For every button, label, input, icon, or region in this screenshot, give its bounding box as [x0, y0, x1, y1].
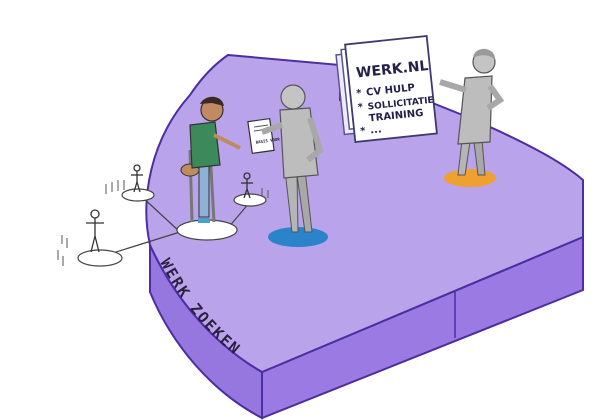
signboard-title: WERK.NL — [355, 58, 429, 82]
bullet-icon: * — [357, 102, 364, 114]
presenter-figure — [439, 48, 505, 187]
network-node — [77, 249, 123, 267]
network — [57, 164, 269, 267]
job-seeker-figure — [180, 96, 241, 223]
signboard-item: ... — [370, 124, 382, 136]
small-person-icon — [241, 172, 253, 199]
tiny-crowd — [57, 180, 269, 266]
bullet-icon: * — [360, 126, 367, 138]
small-person-icon — [86, 209, 104, 253]
bullet-icon: * — [356, 88, 363, 100]
advisor-figure — [261, 84, 328, 247]
network-node — [233, 193, 267, 207]
small-person-icon — [131, 164, 143, 193]
signboard-item: CV HULP — [366, 83, 416, 99]
network-node — [121, 188, 155, 202]
signboard: WERK.NL * CV HULP * SOLLICITATIE TRAININ… — [335, 34, 438, 144]
document-text: BASIS VOOR JOU — [255, 135, 290, 145]
